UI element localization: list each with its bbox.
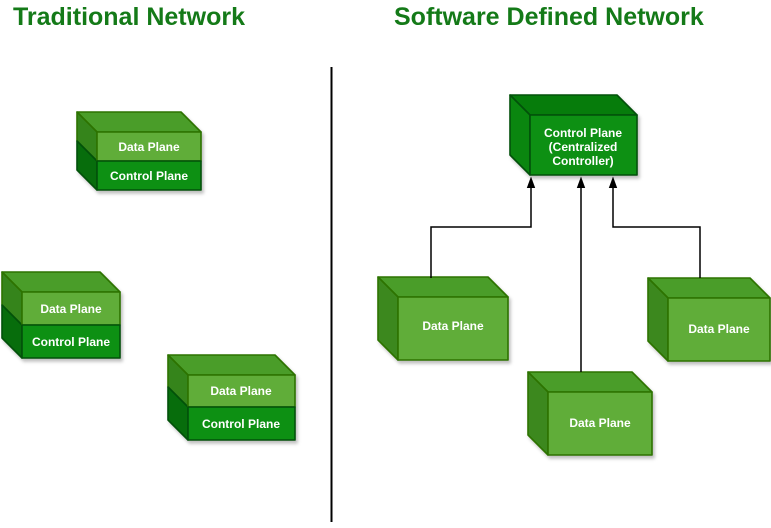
controller-label-line2: (Centralized: [549, 140, 618, 154]
arrowhead-icon: [526, 176, 536, 188]
arrow-right-dataplane-to-controller: [608, 176, 701, 278]
control-plane-label: Control Plane: [32, 335, 110, 349]
data-plane-label: Data Plane: [118, 140, 180, 154]
traditional-network-title: Traditional Network: [13, 3, 245, 31]
arrowhead-icon: [608, 176, 618, 188]
sdn-controller-box: Control Plane (Centralized Controller): [509, 94, 638, 176]
cube-top-face: [647, 277, 771, 299]
controller-label-line1: Control Plane: [544, 126, 622, 140]
arrowhead-icon: [576, 176, 586, 188]
data-plane-face: [547, 391, 653, 456]
traditional-device-1: Data Plane Control Plane: [76, 111, 202, 191]
traditional-device-3: Data Plane Control Plane: [167, 354, 296, 441]
cube-top-face: [167, 354, 296, 376]
controller-label-line3: Controller): [552, 154, 613, 168]
arrow-line: [430, 188, 532, 278]
cube-top-face: [527, 371, 653, 393]
arrow-line: [612, 188, 701, 278]
cube-top-face: [377, 276, 509, 298]
data-plane-label: Data Plane: [422, 319, 484, 333]
controller-front-face: [529, 114, 638, 176]
arrow-middle-dataplane-to-controller: [576, 176, 586, 372]
sdn-dataplane-right: Data Plane: [647, 277, 771, 362]
cube-top-face: [76, 111, 202, 133]
control-plane-label: Control Plane: [202, 417, 280, 431]
cube-top-face: [509, 94, 638, 116]
data-plane-label: Data Plane: [569, 416, 631, 430]
data-plane-face: [667, 297, 771, 362]
data-plane-label: Data Plane: [210, 384, 272, 398]
data-plane-face: [397, 296, 509, 361]
control-plane-face: [96, 160, 202, 191]
arrow-left-dataplane-to-controller: [430, 176, 536, 278]
sdn-dataplane-middle: Data Plane: [527, 371, 653, 456]
control-plane-face: [21, 324, 121, 359]
data-plane-label: Data Plane: [688, 322, 750, 336]
sdn-dataplane-left: Data Plane: [377, 276, 509, 361]
data-plane-label: Data Plane: [40, 302, 102, 316]
software-defined-network-title: Software Defined Network: [394, 3, 704, 31]
control-plane-face: [187, 406, 296, 441]
traditional-device-2: Data Plane Control Plane: [1, 271, 121, 359]
control-plane-label: Control Plane: [110, 169, 188, 183]
